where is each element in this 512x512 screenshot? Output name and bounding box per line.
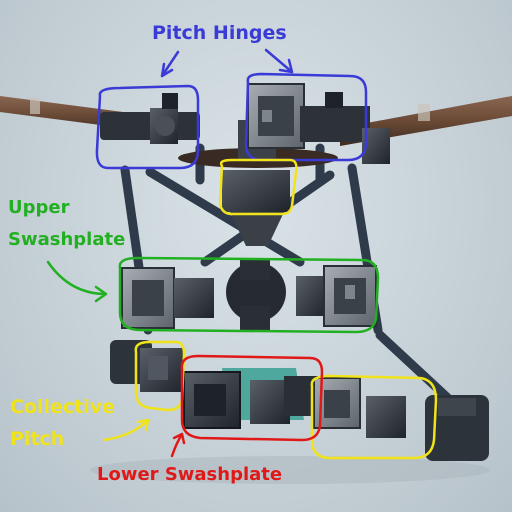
- collective-pitch-label-line1: Collective: [10, 396, 116, 418]
- collective-pitch-arrow: [102, 418, 150, 442]
- ground-shadow: [90, 456, 490, 484]
- upper-swashplate-label-line1: Upper: [8, 197, 70, 218]
- right-pitch-hinge-arm: [300, 106, 370, 142]
- right-blade-binding: [418, 104, 430, 121]
- upper-swashplate-parts: [121, 258, 377, 332]
- upper-swashplate-outline: [118, 256, 380, 334]
- left-hinge-nub: [162, 93, 178, 109]
- pitch-hinges-highlights: [95, 72, 368, 170]
- mast-cube-upper: [222, 170, 290, 212]
- lower-assembly-parts: [110, 340, 489, 461]
- lower-swashplate-label: Lower Swashplate: [97, 464, 283, 485]
- right-hinge-face-slot: [262, 110, 272, 122]
- mast-taper: [230, 212, 284, 246]
- collective-pitch-outline-top: [218, 158, 298, 216]
- pitch-hinge-arrows: [160, 48, 294, 78]
- lower-swashplate-arrow: [170, 432, 186, 458]
- upper-swashplate-label-line2: Swashplate: [8, 229, 126, 250]
- right-hinge-nub: [325, 92, 343, 108]
- pitch-hinges-label: Pitch Hinges: [152, 22, 287, 44]
- left-hinge-pivot: [155, 116, 175, 136]
- lower-swashplate-outline: [180, 354, 324, 442]
- upper-swashplate-arrow: [46, 260, 108, 303]
- left-blade-binding: [30, 98, 40, 114]
- collective-pitch-label-line2: Pitch: [10, 428, 65, 450]
